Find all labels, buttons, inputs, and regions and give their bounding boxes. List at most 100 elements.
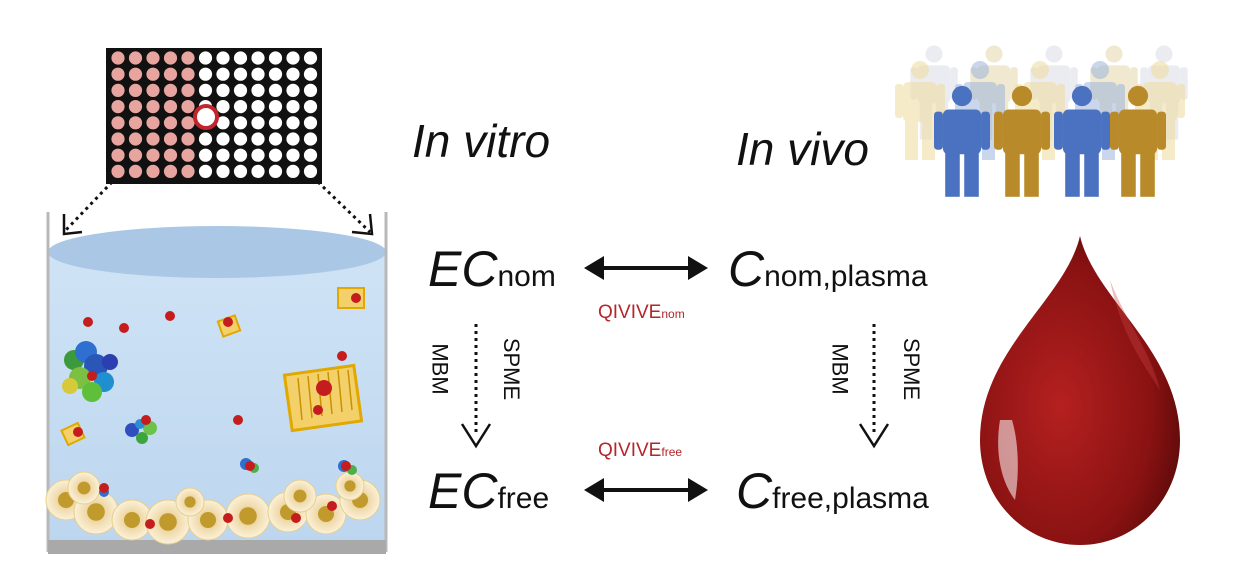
plate-well [111, 132, 125, 146]
plate-well [146, 164, 160, 178]
plate-well [268, 51, 283, 65]
plate-well [146, 83, 160, 97]
plate-well [128, 83, 143, 97]
well-bottom [48, 540, 386, 554]
plate-well [286, 83, 300, 97]
plate-well [268, 132, 283, 146]
plate-well [198, 67, 213, 81]
chemical-molecule [87, 371, 97, 381]
cell-nucleus [159, 513, 177, 531]
plate-well [128, 67, 143, 81]
plate-well [111, 51, 125, 65]
c-nom-plasma-label: Cnom,plasma [728, 240, 928, 298]
in-vitro-heading: In vitro [412, 115, 551, 167]
chemical-molecule [73, 427, 83, 437]
plate-well [181, 83, 195, 97]
plate-well [216, 164, 230, 178]
qivive-nom-main: QIVIVE [598, 302, 662, 323]
plate-well [286, 116, 300, 130]
plate-well [216, 100, 230, 114]
plate-well [111, 164, 125, 178]
plate-well [146, 100, 160, 114]
plate-well [181, 67, 195, 81]
cell-nucleus [239, 507, 257, 525]
arrow-partition-right [858, 324, 890, 449]
plate-well [128, 132, 143, 146]
cell-nucleus [77, 481, 91, 495]
chemical-molecule [341, 461, 351, 471]
plate-well [251, 148, 265, 162]
plate-well [233, 100, 248, 114]
plate-well [181, 148, 195, 162]
person-icon [1054, 85, 1110, 197]
cell-nucleus [184, 496, 196, 508]
blood-drop-shape [980, 236, 1180, 545]
plate-well [233, 132, 248, 146]
right-mbm-label: MBM [827, 343, 853, 395]
plate-well [268, 164, 283, 178]
zoom-line-right [316, 180, 372, 234]
chemical-molecule [165, 311, 175, 321]
cell-nucleus [124, 512, 140, 528]
plate-well [251, 83, 265, 97]
plate-well [251, 164, 265, 178]
plate-well [268, 83, 283, 97]
plate-well [146, 51, 160, 65]
ec-nom-main: EC [428, 241, 498, 297]
plate-well [163, 148, 178, 162]
well-plate [106, 48, 322, 184]
chemical-molecule [245, 461, 255, 471]
chemical-molecule [141, 415, 151, 425]
plate-well [233, 51, 248, 65]
human-population [895, 45, 1188, 197]
plate-well [181, 100, 195, 114]
plate-well [303, 148, 318, 162]
plate-well [251, 132, 265, 146]
plate-well [163, 116, 178, 130]
plate-well [286, 100, 300, 114]
plate-well [198, 132, 213, 146]
plate-well [163, 100, 178, 114]
plate-well [216, 116, 230, 130]
zoom-arrowhead-left [62, 214, 83, 236]
qivive-free-sub: free [661, 445, 683, 459]
blood-drop-highlight [998, 420, 1018, 500]
cell-nucleus [293, 489, 307, 503]
plate-well [303, 164, 318, 178]
c-nom-plasma-main: C [728, 241, 765, 297]
arrow-free [584, 478, 708, 502]
ec-free-label: ECfree [428, 462, 549, 520]
plate-well [146, 148, 160, 162]
plate-well [216, 51, 230, 65]
plate-well [233, 67, 248, 81]
plate-well [181, 51, 195, 65]
plate-well [303, 51, 318, 65]
plate-well [233, 148, 248, 162]
left-mbm-label: MBM [427, 343, 453, 395]
plate-well [111, 83, 125, 97]
ec-nom-label: ECnom [428, 240, 556, 298]
plate-well [111, 116, 125, 130]
right-spme-label: SPME [899, 337, 925, 401]
lipid-membrane-large [282, 363, 364, 433]
c-free-plasma-main: C [736, 463, 773, 519]
chemical-molecule [316, 380, 332, 396]
plate-well [303, 83, 318, 97]
plate-well [286, 148, 300, 162]
plate-well [128, 164, 143, 178]
plate-well [233, 83, 248, 97]
cell-nucleus [87, 503, 105, 521]
cell-nucleus [344, 480, 356, 492]
plate-well [163, 132, 178, 146]
plate-well [286, 67, 300, 81]
plate-well [268, 116, 283, 130]
plate-well [251, 51, 265, 65]
qivive-free-main: QIVIVE [598, 440, 662, 461]
chemical-molecules [73, 293, 361, 529]
plate-well [181, 164, 195, 178]
plate-well [216, 132, 230, 146]
person-icon [934, 85, 990, 197]
plate-well [233, 164, 248, 178]
chemical-molecule [145, 519, 155, 529]
